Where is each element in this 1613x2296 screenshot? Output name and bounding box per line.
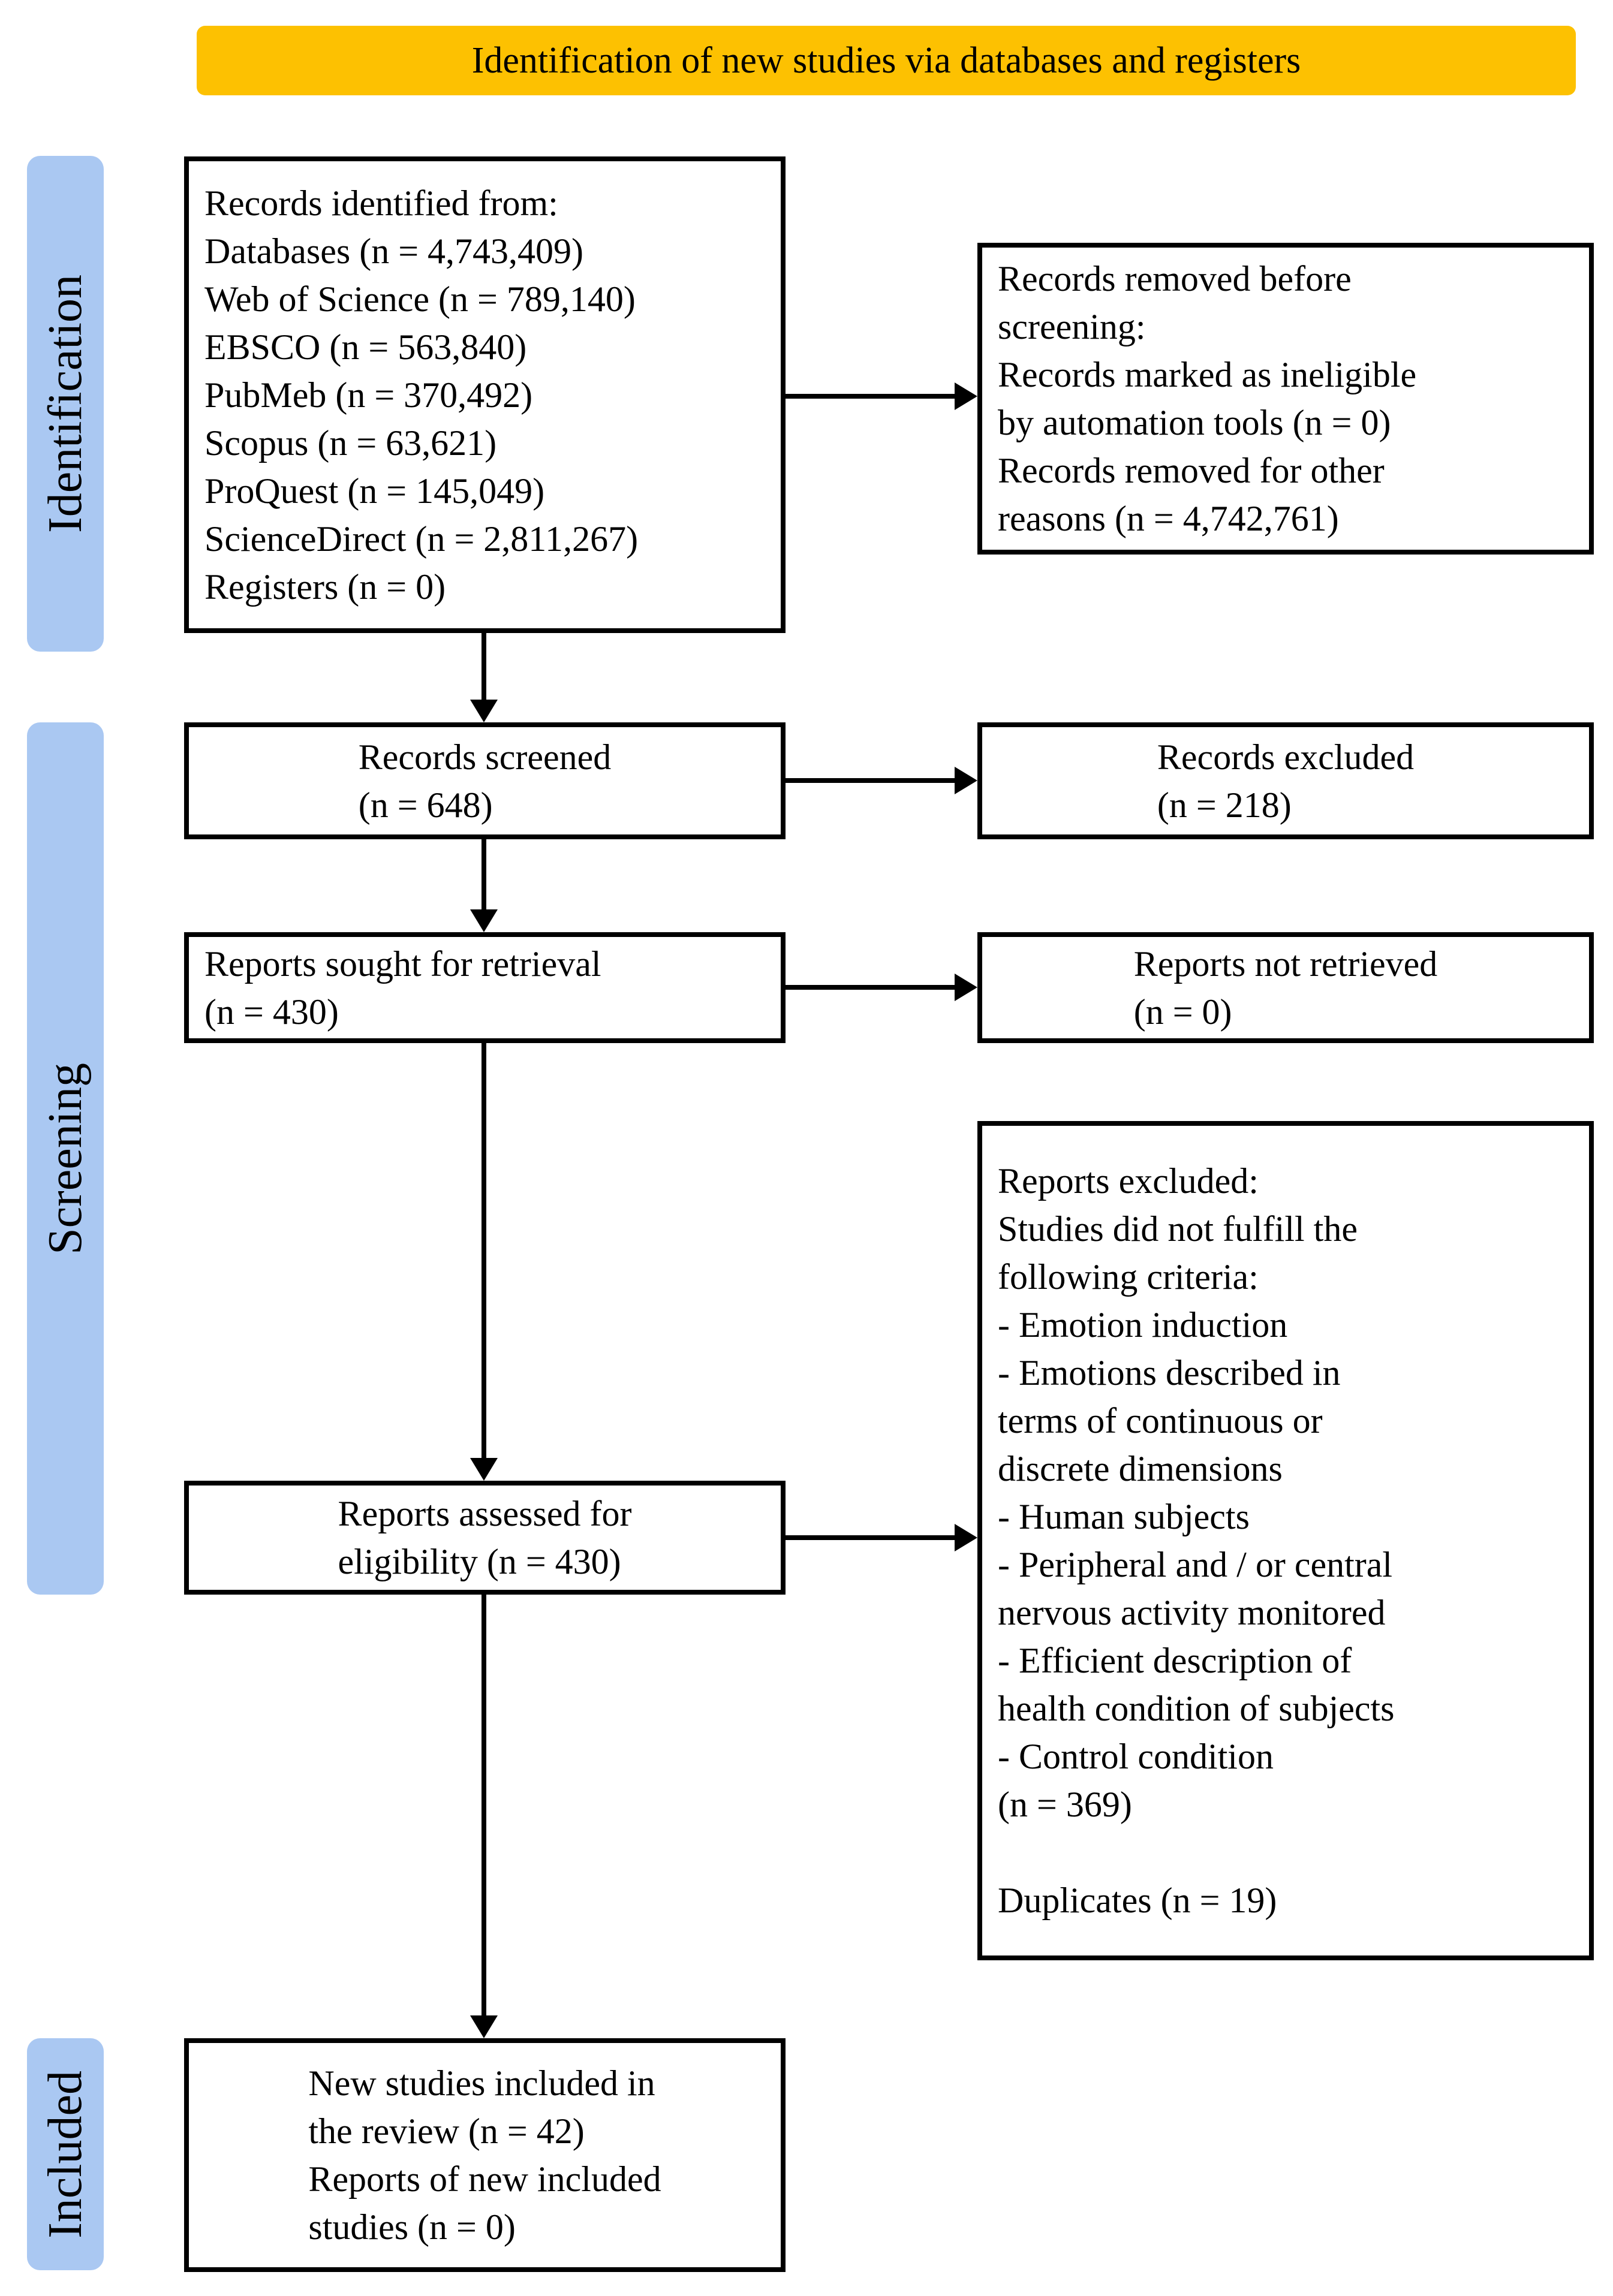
- stage-label-screening-text: Screening: [38, 1062, 92, 1255]
- text-line: eligibility (n = 430): [338, 1542, 621, 1581]
- title-banner-label: Identification of new studies via databa…: [471, 40, 1301, 81]
- box-reports-assessed: Reports assessed for eligibility (n = 430…: [184, 1481, 786, 1595]
- arrow-head-down-icon: [470, 1458, 498, 1481]
- arrow-head-right-icon: [955, 382, 977, 410]
- stage-label-included: Included: [27, 2038, 104, 2270]
- text-line: Reports of new included: [308, 2159, 661, 2199]
- arrow-head-down-icon: [470, 909, 498, 932]
- box-records-identified: Records identified from: Databases (n = 4…: [184, 156, 786, 633]
- text-line: nervous activity monitored: [998, 1593, 1386, 1632]
- text-line: Records marked as ineligible: [998, 355, 1417, 394]
- text-line: - Efficient description of: [998, 1641, 1352, 1680]
- text-line: Records excluded: [1157, 737, 1415, 777]
- arrow-line: [784, 394, 956, 399]
- arrow-line: [784, 778, 956, 783]
- box-new-studies-included-text: New studies included in the review (n = 4…: [308, 2059, 661, 2251]
- text-line: - Emotions described in: [998, 1353, 1341, 1393]
- arrow-line: [784, 1535, 956, 1540]
- box-records-excluded: Records excluded (n = 218): [977, 722, 1594, 839]
- text-line: - Control condition: [998, 1737, 1274, 1776]
- arrow-line: [784, 985, 956, 990]
- text-line: Studies did not fulfill the: [998, 1209, 1358, 1249]
- text-line: PubMeb (n = 370,492): [204, 375, 533, 415]
- text-line: Records removed for other: [998, 451, 1385, 490]
- text-line: Records identified from:: [204, 183, 558, 223]
- text-line: reasons (n = 4,742,761): [998, 499, 1339, 538]
- stage-label-screening: Screening: [27, 722, 104, 1595]
- text-line: ScienceDirect (n = 2,811,267): [204, 519, 639, 559]
- text-line: health condition of subjects: [998, 1689, 1395, 1728]
- text-line: the review (n = 42): [308, 2111, 585, 2151]
- title-banner: Identification of new studies via databa…: [197, 26, 1576, 95]
- text-line: studies (n = 0): [308, 2207, 516, 2247]
- text-line: Scopus (n = 63,621): [204, 423, 497, 463]
- text-line: Reports not retrieved: [1133, 944, 1438, 984]
- text-line: Reports sought for retrieval: [204, 944, 601, 984]
- text-line: Registers (n = 0): [204, 567, 446, 607]
- stage-label-included-text: Included: [38, 2070, 92, 2238]
- box-reports-excluded-text: Reports excluded: Studies did not fulfill…: [998, 1157, 1395, 1924]
- box-new-studies-included: New studies included in the review (n = 4…: [184, 2038, 786, 2272]
- box-reports-not-retrieved-text: Reports not retrieved (n = 0): [1134, 940, 1438, 1036]
- text-line: - Human subjects: [998, 1497, 1250, 1536]
- box-records-removed-text: Records removed before screening: Records …: [998, 255, 1416, 543]
- text-line: Records screened: [358, 737, 612, 777]
- text-line: - Emotion induction: [998, 1305, 1288, 1345]
- text-line: [998, 1828, 1395, 1876]
- box-reports-excluded: Reports excluded: Studies did not fulfill…: [977, 1121, 1594, 1960]
- text-line: Duplicates (n = 19): [998, 1881, 1277, 1920]
- text-line: Web of Science (n = 789,140): [204, 279, 636, 319]
- arrow-line: [482, 1043, 486, 1459]
- box-records-excluded-text: Records excluded (n = 218): [1157, 733, 1414, 829]
- text-line: (n = 218): [1157, 785, 1292, 825]
- box-records-removed: Records removed before screening: Records …: [977, 243, 1594, 555]
- arrow-line: [482, 1595, 486, 2017]
- text-line: Reports assessed for: [338, 1494, 632, 1533]
- text-line: Records removed before: [998, 259, 1352, 299]
- text-line: screening:: [998, 307, 1146, 346]
- arrow-head-down-icon: [470, 2015, 498, 2038]
- stage-label-identification-text: Identification: [38, 275, 92, 533]
- arrow-head-right-icon: [955, 974, 977, 1001]
- text-line: discrete dimensions: [998, 1449, 1283, 1489]
- box-records-screened-text: Records screened (n = 648): [359, 733, 611, 829]
- box-reports-sought-text: Reports sought for retrieval (n = 430): [204, 940, 601, 1036]
- text-line: New studies included in: [308, 2063, 655, 2103]
- arrow-line: [482, 839, 486, 911]
- text-line: (n = 430): [204, 992, 339, 1032]
- box-records-screened: Records screened (n = 648): [184, 722, 786, 839]
- arrow-head-down-icon: [470, 700, 498, 722]
- arrow-line: [482, 633, 486, 701]
- stage-label-identification: Identification: [27, 156, 104, 652]
- arrow-head-right-icon: [955, 767, 977, 794]
- text-line: Reports excluded:: [998, 1161, 1259, 1201]
- text-line: Databases (n = 4,743,409): [204, 231, 584, 271]
- text-line: by automation tools (n = 0): [998, 403, 1391, 442]
- text-line: ProQuest (n = 145,049): [204, 471, 545, 511]
- text-line: (n = 648): [358, 785, 493, 825]
- text-line: (n = 0): [1133, 992, 1232, 1032]
- text-line: EBSCO (n = 563,840): [204, 327, 527, 367]
- text-line: terms of continuous or: [998, 1401, 1323, 1441]
- box-records-identified-text: Records identified from: Databases (n = 4…: [204, 179, 638, 611]
- text-line: (n = 369): [998, 1785, 1132, 1824]
- arrow-head-right-icon: [955, 1524, 977, 1551]
- box-reports-not-retrieved: Reports not retrieved (n = 0): [977, 932, 1594, 1043]
- box-reports-sought: Reports sought for retrieval (n = 430): [184, 932, 786, 1043]
- text-line: following criteria:: [998, 1257, 1259, 1297]
- box-reports-assessed-text: Reports assessed for eligibility (n = 430…: [338, 1490, 632, 1586]
- text-line: - Peripheral and / or central: [998, 1545, 1393, 1584]
